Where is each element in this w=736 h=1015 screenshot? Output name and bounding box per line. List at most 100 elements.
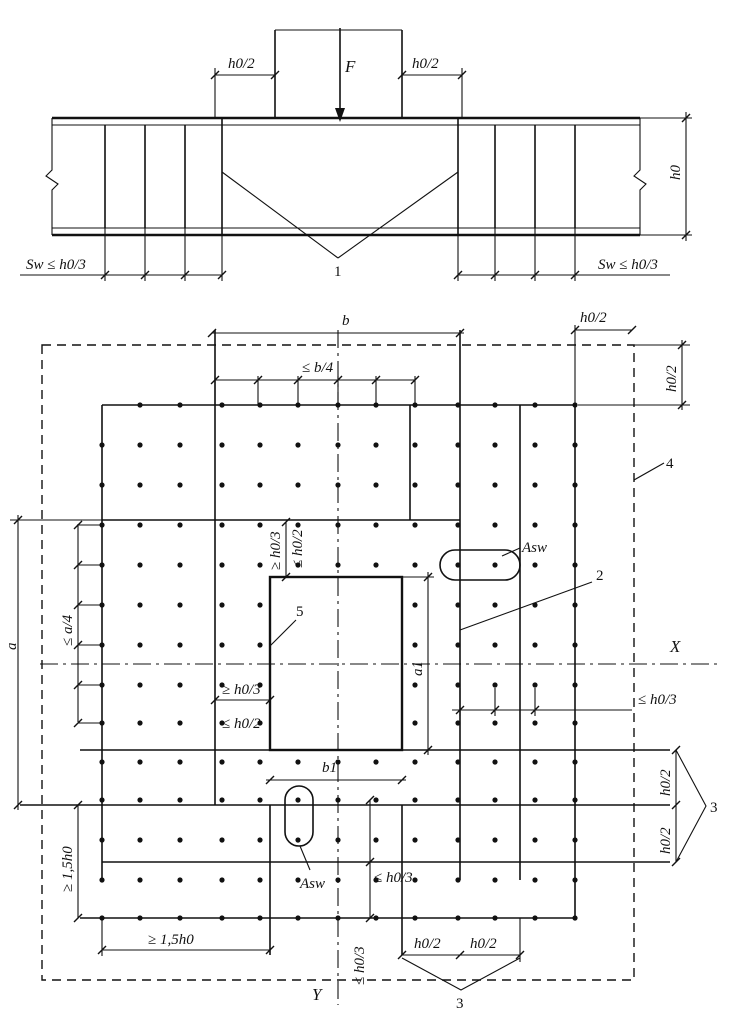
stirrup-dot — [412, 720, 418, 726]
stirrup-dot — [455, 402, 461, 408]
stirrup-dot — [257, 482, 263, 488]
spacing-left: Sw ≤ h0/3 — [26, 257, 86, 273]
dim-h0-3-right: ≤ h0/3 — [638, 692, 677, 708]
callout-4: 4 — [666, 456, 674, 472]
stirrup-dot — [137, 759, 143, 765]
stirrup-dot — [412, 837, 418, 843]
stirrup-dot — [99, 877, 105, 883]
stirrup-dot — [492, 482, 498, 488]
stirrup-dot — [532, 797, 538, 803]
stirrup-dot — [572, 482, 578, 488]
stirrup-dot — [295, 837, 301, 843]
dim-a4: ≤ a/4 — [60, 614, 76, 646]
stirrup-dot — [335, 482, 341, 488]
stirrup-dot — [455, 442, 461, 448]
stirrup-dot — [455, 602, 461, 608]
stirrup-dot — [572, 877, 578, 883]
stirrup-dot — [572, 562, 578, 568]
stirrup-dot — [219, 482, 225, 488]
stirrup-dot — [335, 759, 341, 765]
dim-h0-3-bottom-small: ≤ h0/3 — [374, 870, 413, 886]
stirrup-dot — [137, 482, 143, 488]
stirrup-dot — [455, 877, 461, 883]
stirrup-dot — [219, 837, 225, 843]
stirrup-dot — [295, 877, 301, 883]
stirrup-dot — [492, 877, 498, 883]
stirrup-dot — [572, 759, 578, 765]
stirrup-dot — [257, 402, 263, 408]
stirrup-dot — [257, 602, 263, 608]
stirrup-dot — [412, 602, 418, 608]
stirrup-dot — [177, 720, 183, 726]
stirrup-dot — [455, 720, 461, 726]
stirrup-dot — [572, 602, 578, 608]
stirrup-dot — [219, 797, 225, 803]
stirrup-dot — [257, 797, 263, 803]
stirrup-dot — [257, 682, 263, 688]
stirrup-dot — [257, 915, 263, 921]
stirrup-dot — [219, 402, 225, 408]
stirrup-dot — [177, 915, 183, 921]
stirrup-dot — [99, 482, 105, 488]
stirrup-dot — [455, 759, 461, 765]
stirrup-dot — [492, 442, 498, 448]
stirrup-dot — [137, 720, 143, 726]
dim-h0-2-top-right: h0/2 — [580, 310, 607, 326]
stirrup-dot — [99, 442, 105, 448]
stirrup-dot — [532, 837, 538, 843]
dim-h0-2-mid: ≤ h0/2 — [222, 716, 261, 732]
stirrup-dot — [177, 562, 183, 568]
stirrup-dot — [177, 682, 183, 688]
stirrup-dot — [412, 482, 418, 488]
stirrup-dot — [257, 442, 263, 448]
stirrup-dot — [137, 442, 143, 448]
stirrup-dot — [492, 562, 498, 568]
stirrup-dot — [572, 682, 578, 688]
stirrup-dot — [177, 759, 183, 765]
load-label: F — [344, 57, 356, 76]
stirrup-dot — [219, 442, 225, 448]
stirrup-dot — [572, 522, 578, 528]
stirrup-dot — [412, 682, 418, 688]
column-outline — [268, 575, 404, 752]
stirrup-dot — [492, 602, 498, 608]
dim-1-5h0-left: ≥ 1,5h0 — [60, 846, 76, 892]
asw-top-label: Asw — [521, 540, 547, 556]
stirrup-dot — [257, 759, 263, 765]
stirrup-dot — [492, 642, 498, 648]
stirrup-dot — [373, 837, 379, 843]
stirrup-dot — [137, 522, 143, 528]
asw-bottom-label: Asw — [299, 876, 325, 892]
stirrup-dot — [373, 562, 379, 568]
dim-h0-2-right: h0/2 — [412, 56, 439, 72]
stirrup-dot — [532, 915, 538, 921]
stirrup-dot — [492, 682, 498, 688]
stirrup-dot — [532, 402, 538, 408]
stirrup-dot — [455, 482, 461, 488]
stirrup-dot — [219, 522, 225, 528]
stirrup-dot — [373, 915, 379, 921]
stirrup-dot — [335, 837, 341, 843]
dim-h0-2-bottom-b: h0/2 — [470, 936, 497, 952]
stirrup-dot — [455, 642, 461, 648]
stirrup-dot — [219, 562, 225, 568]
stirrup-dot — [572, 797, 578, 803]
stirrup-dot — [532, 877, 538, 883]
section-view: F h0/2 h0/2 h0 Sw ≤ h0/3 — [20, 28, 692, 281]
dim-a: a — [4, 643, 20, 651]
dim-b: b — [342, 313, 350, 329]
stirrup-dot — [492, 915, 498, 921]
stirrup-dot — [177, 482, 183, 488]
stirrup-dot — [219, 877, 225, 883]
dim-h0-2-left: h0/2 — [228, 56, 255, 72]
asw-group-top — [439, 549, 521, 581]
dim-h0-2-right-a: h0/2 — [658, 769, 674, 796]
dim-h0-2-bottom-a: h0/2 — [414, 936, 441, 952]
axis-y-label: Y — [312, 985, 323, 1004]
stirrup-dot — [412, 797, 418, 803]
dim-b1: b1 — [322, 760, 337, 776]
stirrup-dot — [137, 602, 143, 608]
stirrup-dot — [257, 562, 263, 568]
stirrup-dot — [137, 562, 143, 568]
dim-b4: ≤ b/4 — [302, 360, 334, 376]
